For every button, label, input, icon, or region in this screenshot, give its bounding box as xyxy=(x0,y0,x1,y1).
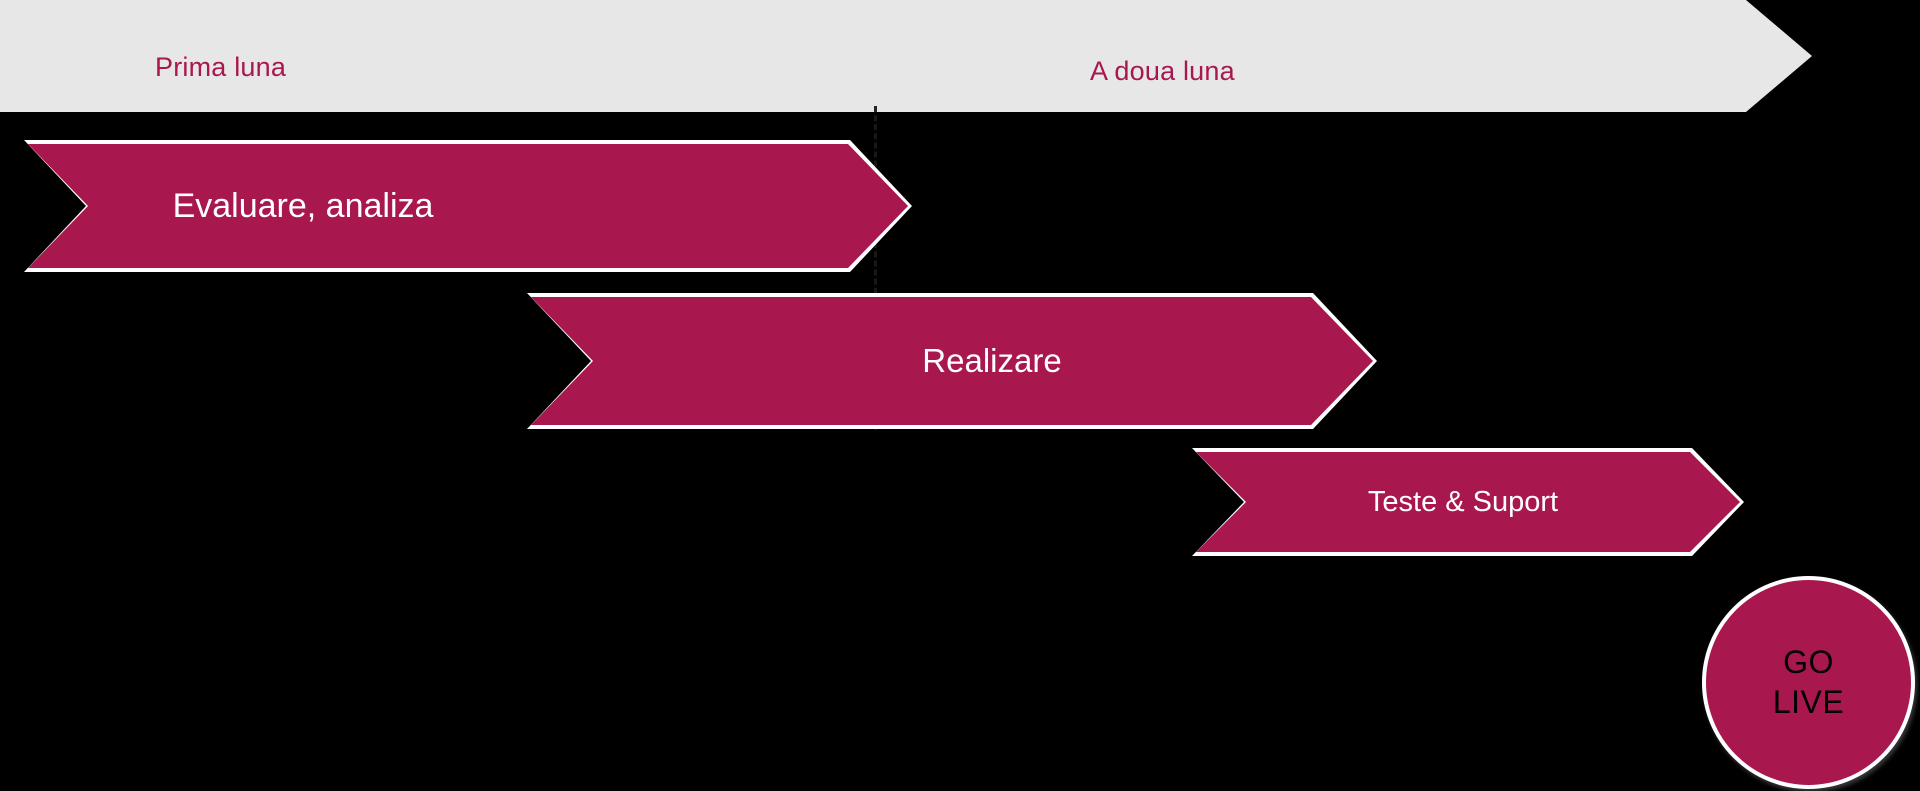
phase-bar-label: Evaluare, analiza xyxy=(172,186,434,225)
phase-bar-teste-suport[interactable]: Teste & Suport xyxy=(1192,448,1744,556)
phase-bar-label: Teste & Suport xyxy=(1367,485,1559,518)
phase-bar-label: Realizare xyxy=(922,342,1062,379)
phase-bar-fill: Realizare xyxy=(531,297,1373,425)
period-label-month-2: A doua luna xyxy=(1090,56,1235,86)
phase-bar-realizare[interactable]: Realizare xyxy=(527,293,1377,429)
milestone-label-line-1: GO xyxy=(1783,644,1834,681)
milestone-go-live[interactable]: GO LIVE xyxy=(1702,576,1915,789)
period-label-month-1: Prima luna xyxy=(155,52,287,82)
timeline-header-banner xyxy=(0,0,1812,112)
month-boundary-divider xyxy=(874,106,877,430)
milestone-label-line-2: LIVE xyxy=(1772,683,1845,720)
phase-bar-fill: Teste & Suport xyxy=(1196,452,1740,552)
phase-bar-evaluare-analiza[interactable]: Evaluare, analiza xyxy=(24,140,912,272)
phase-bar-fill: Evaluare, analiza xyxy=(28,144,908,268)
